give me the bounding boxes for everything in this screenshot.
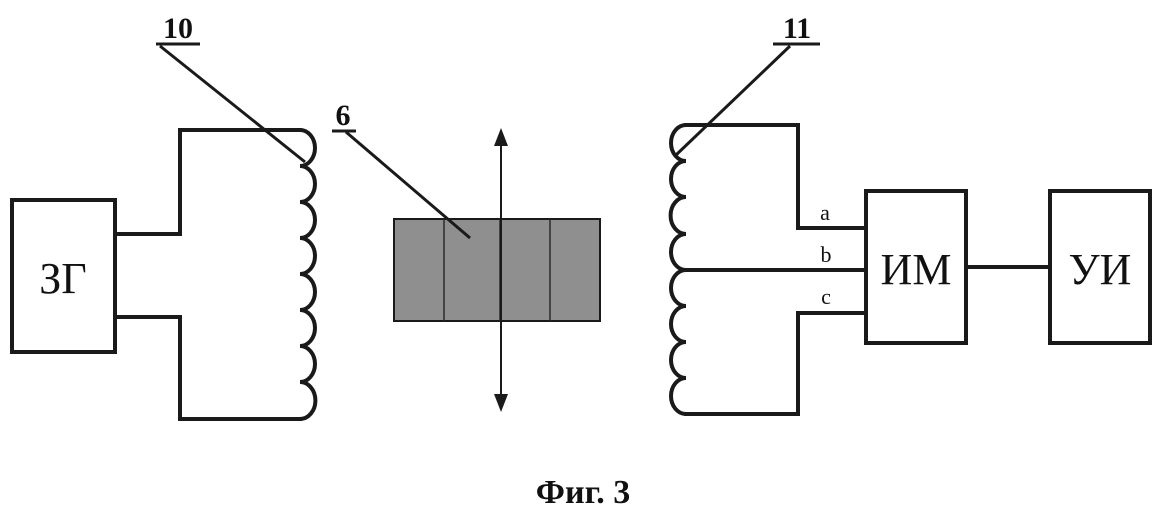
secondary-top-wire bbox=[686, 125, 866, 228]
secondary-coil-ref-label: 11 bbox=[783, 12, 811, 45]
tap-c-label: c bbox=[821, 284, 831, 309]
tap-b-label: b bbox=[821, 242, 832, 267]
core-ref-label: 6 bbox=[336, 99, 351, 132]
secondary-bottom-wire bbox=[686, 313, 866, 414]
indicator-block: УИ bbox=[1050, 191, 1150, 343]
secondary-circuit-wires bbox=[686, 125, 866, 414]
secondary-coil bbox=[671, 125, 686, 414]
tap-a-label: a bbox=[820, 200, 830, 225]
primary-coil-ref-label: 10 bbox=[163, 12, 193, 45]
core-motion-arrow-down-icon bbox=[494, 394, 508, 412]
primary-coil bbox=[300, 130, 315, 419]
secondary-coil-leader bbox=[676, 46, 790, 155]
primary-bottom-wire bbox=[115, 317, 300, 419]
generator-block: ЗГ bbox=[12, 200, 115, 352]
generator-label: ЗГ bbox=[39, 254, 86, 303]
measuring-label: ИМ bbox=[881, 245, 952, 294]
primary-circuit-wires bbox=[115, 130, 300, 419]
core-motion-arrow-up-icon bbox=[494, 128, 508, 146]
core-body bbox=[394, 219, 600, 321]
indicator-label: УИ bbox=[1069, 245, 1132, 294]
core-reference: 6 bbox=[332, 99, 470, 238]
core-assembly bbox=[394, 128, 600, 412]
measuring-block: ИМ bbox=[866, 191, 966, 343]
tap-labels: a b c bbox=[820, 200, 831, 309]
primary-top-wire bbox=[115, 130, 300, 234]
figure-caption: Фиг. 3 bbox=[536, 474, 630, 511]
